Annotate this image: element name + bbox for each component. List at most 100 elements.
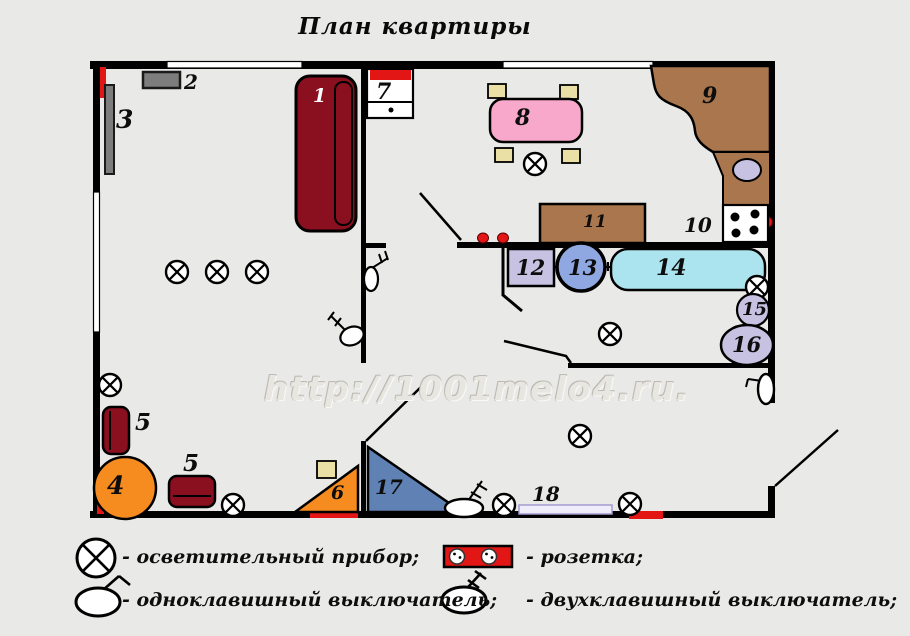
cabinet-11	[538, 202, 647, 245]
chair-8-tr	[559, 84, 579, 100]
socket-bath-2	[497, 232, 509, 244]
furniture-label-3: 3	[116, 105, 134, 134]
double-switch-icon	[440, 569, 488, 615]
socket-left-top	[100, 67, 106, 98]
chair-5a	[101, 405, 131, 456]
socket-icon	[442, 544, 514, 569]
wall-hall-corner	[501, 248, 523, 313]
single-switch-icon	[745, 372, 776, 406]
stove-10	[721, 203, 770, 244]
legend-symbols	[74, 537, 514, 618]
wall-interior-upper	[361, 69, 366, 363]
wall-bathroom-top	[457, 242, 768, 248]
furniture-label-5b: 5	[183, 450, 200, 477]
shelf-2	[141, 70, 182, 90]
furniture-label-7: 7	[376, 79, 392, 105]
legend-single-switch-text: - одноклавишный выключатель;	[122, 589, 498, 611]
lamp-icon	[220, 492, 246, 518]
furniture-label-5a: 5	[135, 409, 152, 436]
furniture-label-14: 14	[656, 255, 687, 281]
wall-right-upper	[768, 61, 775, 403]
window-left	[92, 191, 101, 333]
wall-interior-lower	[361, 441, 366, 513]
chair-5b	[167, 474, 217, 509]
wall-bottom	[90, 511, 775, 518]
furniture-label-6: 6	[331, 482, 345, 504]
chair-8-br	[561, 148, 581, 164]
pouf-4	[92, 455, 158, 521]
wall-bathroom-bottom	[568, 363, 768, 368]
lamp-icon	[522, 151, 548, 177]
furniture	[104, 64, 772, 293]
double-switch-icon	[362, 250, 389, 293]
furniture-label-9: 9	[702, 83, 718, 109]
chair-6	[316, 460, 337, 479]
legend-socket-text: - розетка;	[526, 546, 643, 568]
furniture-toilet-area	[92, 292, 775, 521]
stove-burner	[750, 209, 760, 219]
appliance-7-red-top	[370, 70, 411, 80]
door-bathroom	[503, 339, 573, 364]
lamp-icon	[75, 537, 117, 579]
furniture-label-16: 16	[732, 332, 762, 357]
door-kitchen-hall	[419, 192, 462, 241]
stove-burner	[749, 225, 759, 235]
single-switch-icon	[74, 574, 131, 618]
wardrobe-1	[294, 74, 358, 233]
legend-double-switch-text: - двухклавишный выключатель;	[526, 589, 898, 611]
door-balcony	[774, 429, 839, 487]
socket-under-item6	[310, 510, 358, 518]
wardrobe-1-door	[334, 81, 353, 226]
wall-right-lower	[768, 486, 775, 518]
window-top-right	[502, 60, 654, 69]
furniture-label-4: 4	[107, 471, 125, 500]
stove-burner	[730, 212, 740, 222]
rug-17	[366, 444, 467, 514]
lamp-icon	[617, 491, 643, 517]
sink-13	[555, 241, 607, 293]
lamp-icon	[567, 423, 593, 449]
corner-6	[291, 463, 360, 514]
counter-9	[649, 64, 772, 154]
stove-burner	[731, 228, 741, 238]
bar-18	[518, 504, 613, 515]
double-switch-icon	[443, 480, 488, 519]
furniture-label-12: 12	[516, 255, 546, 280]
washstand-12	[506, 247, 556, 288]
furniture-label-2: 2	[184, 70, 198, 94]
windows	[92, 60, 654, 333]
window-top-left	[166, 60, 303, 69]
lamp-icon	[491, 492, 517, 518]
lamp-icon	[244, 259, 270, 285]
door-living-hall	[365, 384, 424, 442]
socket-bottom-wall	[629, 511, 663, 519]
furniture-label-11: 11	[583, 212, 607, 232]
watermark: http://1001melo4.ru.	[264, 369, 691, 408]
lamp-icon	[597, 321, 623, 347]
furniture-label-1: 1	[313, 85, 327, 107]
chair-8-bl	[494, 147, 514, 163]
appliance-7-dot	[388, 107, 394, 113]
furniture-label-15: 15	[742, 299, 768, 320]
door-swings	[365, 192, 839, 487]
furniture-label-17: 17	[375, 475, 403, 499]
lamp-icon	[97, 372, 123, 398]
wall-top	[90, 61, 775, 69]
legend-lamp-text: - осветительный прибор;	[122, 546, 420, 568]
lamp-icon	[204, 259, 230, 285]
table-8	[488, 97, 584, 144]
double-switch-icon	[327, 311, 365, 347]
wall-stub	[364, 243, 386, 248]
furniture-label-13: 13	[568, 255, 598, 280]
toilet-16	[719, 323, 775, 367]
chair-8-tl	[487, 83, 507, 99]
lamp-icon	[164, 259, 190, 285]
page-title: План квартиры	[298, 13, 532, 40]
shelf-3	[104, 84, 115, 175]
bathtub-14	[609, 247, 767, 292]
furniture-label-18: 18	[532, 482, 560, 506]
kitchen-sink	[732, 158, 762, 182]
furniture-label-10: 10	[684, 213, 712, 237]
